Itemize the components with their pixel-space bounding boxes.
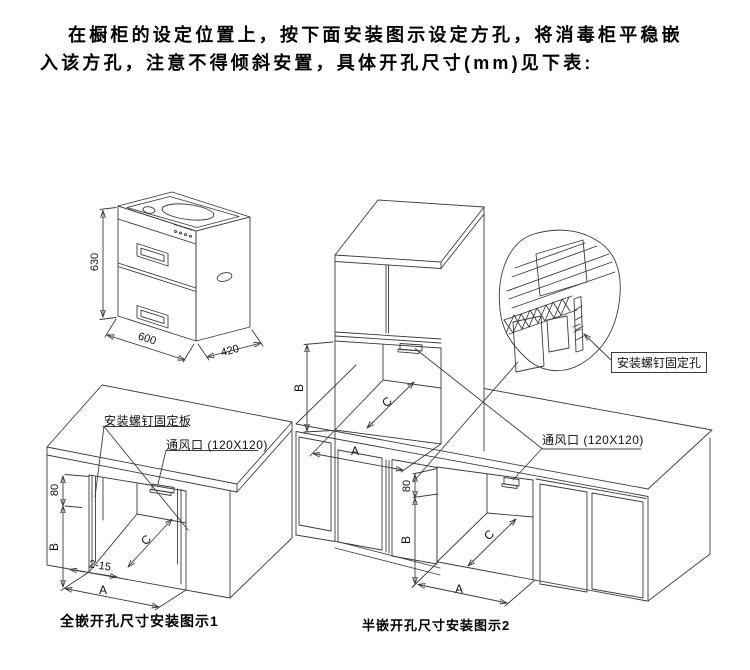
fixing-plate-label: 安装螺钉固定板 [104,414,192,428]
dim2-lower-height: B [399,535,413,545]
diagram2-caption: 半嵌开孔尺寸安装图示2 [362,618,511,633]
fixing-plate-right [177,488,182,585]
screw-strip [573,296,584,353]
drawer-handle-top [136,243,169,267]
dim2-lower-top-gap: 80 [401,479,413,493]
vent-opening-2 [397,343,423,355]
dim-cabinet-height: 630 [89,252,101,272]
fixing-plate-left [91,476,104,569]
half-embed-diagram [295,199,713,607]
dim2-upper-width: A [350,444,360,458]
drawer-handle-bottom [136,305,169,329]
detail-bubble [498,229,621,373]
vent-label-2: 通风口 (120X120) [542,433,644,447]
crosshatch-band [503,295,578,335]
dim1-top-gap: 80 [49,483,61,497]
full-embed-diagram [46,384,293,611]
dim2-lower-width: A [454,582,464,596]
intro-line-1: 在橱柜的设定位置上，按下面安装图示设定方孔，将消毒柜平稳嵌 [68,25,683,45]
dim1-width: A [98,583,108,597]
intro-line-2: 入该方孔，注意不得倾斜安置，具体开孔尺寸(mm)见下表: [40,53,594,73]
cabinet-front-view [99,191,264,363]
fixing-hole-label: 安装螺钉固定孔 [611,352,708,373]
vent-label-1: 通风口 (120X120) [166,438,268,452]
control-panel-buttons [173,224,193,238]
vent-opening-1 [149,483,175,496]
screw-icon [572,323,582,333]
dim1-height: B [47,542,61,552]
vent-opening-3 [501,477,520,489]
diagram1-caption: 全嵌开孔尺寸安装图示1 [60,613,219,629]
dim2-upper-height: B [292,383,306,393]
